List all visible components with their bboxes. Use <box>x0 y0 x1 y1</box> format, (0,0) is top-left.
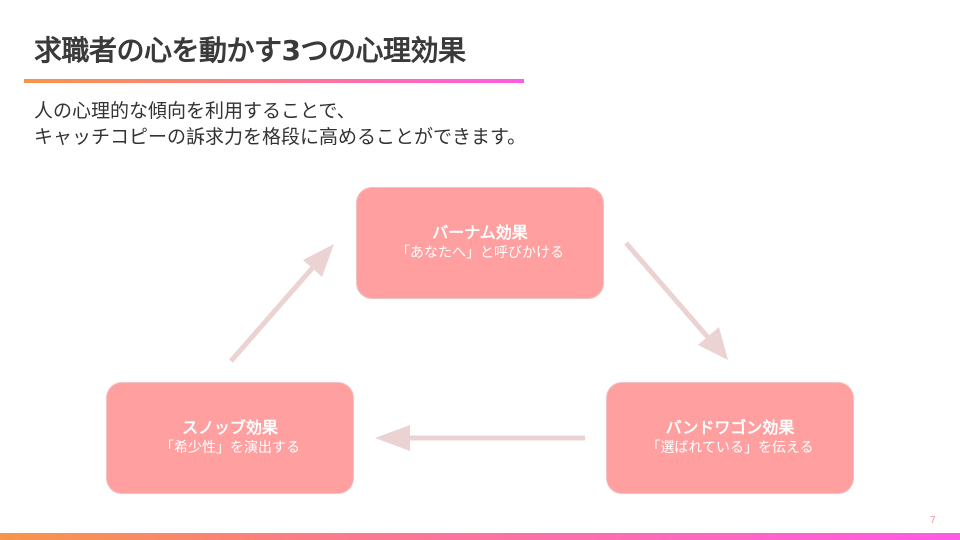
node-subtitle: 「希少性」を演出する <box>160 440 300 456</box>
arrow-bandwagon-to-snob <box>375 425 585 451</box>
arrow-snob-to-barnum <box>229 244 334 363</box>
slide-description: 人の心理的な傾向を利用することで、 キャッチコピーの訴求力を格段に高めることがで… <box>34 98 526 150</box>
node-name: バンドワゴン効果 <box>665 418 795 437</box>
bottom-accent-bar <box>0 533 960 540</box>
node-subtitle: 「あなたへ」と呼びかける <box>396 245 564 261</box>
node-name: スノッブ効果 <box>182 418 278 437</box>
description-line-2: キャッチコピーの訴求力を格段に高めることができます。 <box>34 126 527 148</box>
node-bandwagon-effect: バンドワゴン効果 「選ばれている」を伝える <box>606 382 854 494</box>
node-subtitle: 「選ばれている」を伝える <box>646 440 814 456</box>
node-barnum-effect: バーナム効果 「あなたへ」と呼びかける <box>356 187 604 299</box>
page-number: 7 <box>929 515 936 526</box>
description-line-1: 人の心理的な傾向を利用することで、 <box>34 100 356 122</box>
node-snob-effect: スノッブ効果 「希少性」を演出する <box>106 382 354 494</box>
node-name: バーナム効果 <box>432 223 528 242</box>
slide-title: 求職者の心を動かす3つの心理効果 <box>34 34 466 67</box>
title-underline <box>24 79 524 83</box>
arrow-barnum-to-bandwagon <box>624 241 728 360</box>
